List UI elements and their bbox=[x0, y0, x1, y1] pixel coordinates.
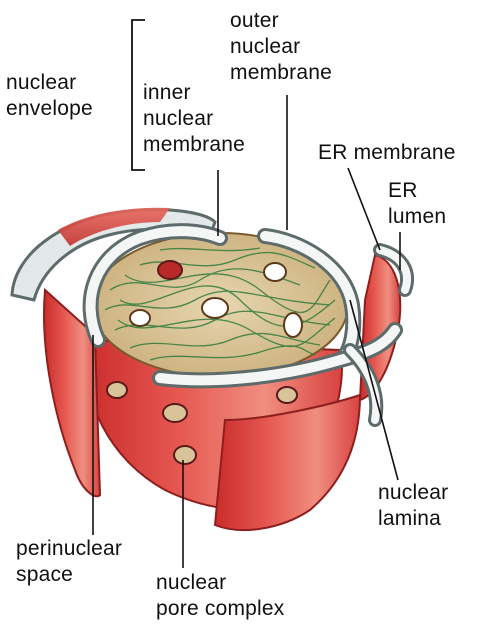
label-line: lumen bbox=[388, 204, 446, 230]
label-line: perinuclear bbox=[16, 536, 122, 562]
label-line: membrane bbox=[143, 132, 245, 158]
label-perinuclear-space: perinuclear space bbox=[16, 536, 122, 588]
label-line: ER bbox=[388, 178, 446, 204]
label-nuclear-lamina: nuclear lamina bbox=[378, 480, 448, 532]
label-nuclear-envelope: nuclear envelope bbox=[6, 70, 93, 122]
label-line: space bbox=[16, 562, 122, 588]
label-line: inner bbox=[143, 80, 245, 106]
label-line: membrane bbox=[230, 60, 332, 86]
label-line: nuclear bbox=[230, 34, 332, 60]
label-inner-nuclear-membrane: inner nuclear membrane bbox=[143, 80, 245, 158]
label-line: envelope bbox=[6, 96, 93, 122]
label-er-membrane: ER membrane bbox=[318, 140, 456, 166]
leader-er-membrane bbox=[348, 168, 380, 250]
label-outer-nuclear-membrane: outer nuclear membrane bbox=[230, 8, 332, 86]
label-line: ER membrane bbox=[318, 140, 456, 166]
label-line: outer bbox=[230, 8, 332, 34]
label-line: pore complex bbox=[156, 596, 284, 622]
label-line: nuclear bbox=[6, 70, 93, 96]
label-line: lamina bbox=[378, 506, 448, 532]
label-nuclear-pore-complex: nuclear pore complex bbox=[156, 570, 284, 622]
label-line: nuclear bbox=[156, 570, 284, 596]
label-er-lumen: ER lumen bbox=[388, 178, 446, 230]
label-line: nuclear bbox=[143, 106, 245, 132]
label-line: nuclear bbox=[378, 480, 448, 506]
